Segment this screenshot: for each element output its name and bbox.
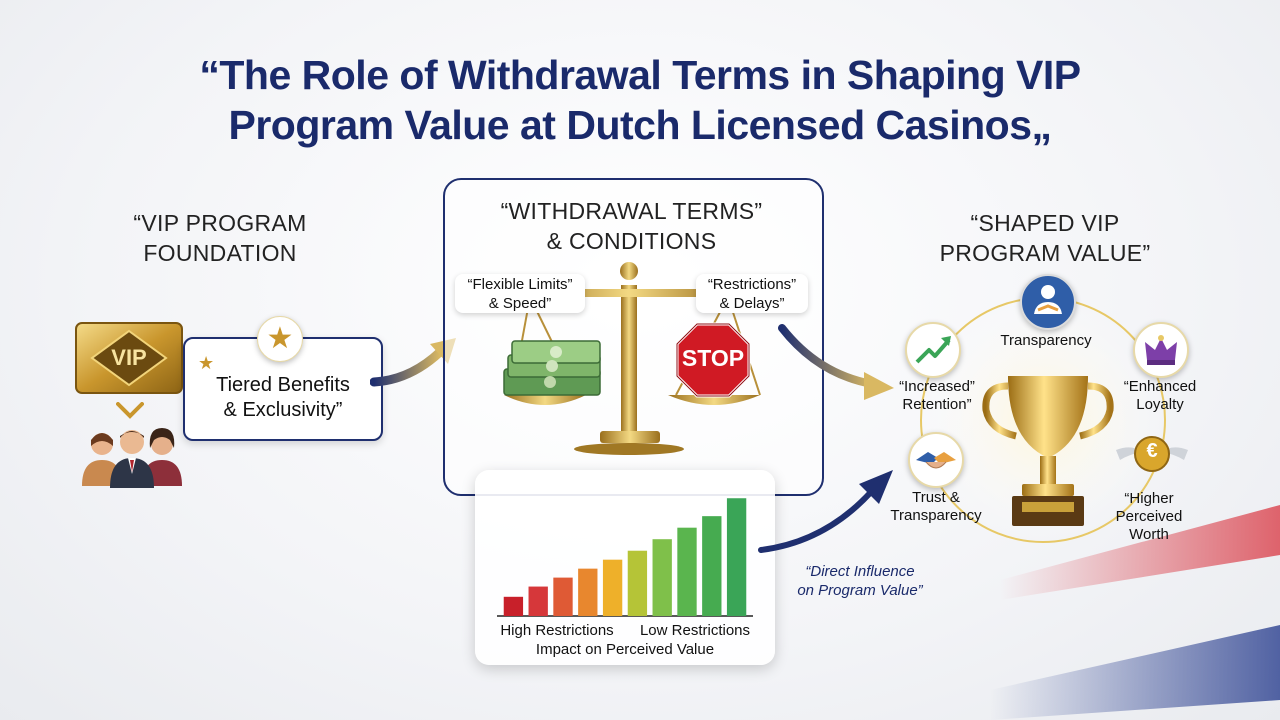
chart-bar-6	[627, 550, 648, 616]
direct-influence-line-2: on Program Value”	[797, 582, 923, 599]
crown-icon	[1145, 335, 1177, 365]
retention-line-2: Retention”	[902, 396, 972, 413]
direct-influence-text: “Direct Influence on Program Value”	[780, 562, 940, 600]
retention-line-1: “Increased”	[899, 378, 975, 395]
vip-card-icon	[75, 322, 183, 394]
chevron-down-icon	[116, 402, 144, 419]
withdrawal-terms-heading-line-2: & CONDITIONS	[546, 228, 717, 254]
chart-bar-5	[602, 559, 623, 616]
chart-bar-1	[503, 596, 524, 616]
flexible-limits-line-2: & Speed”	[488, 295, 552, 312]
vip-badge: VIP	[74, 321, 184, 395]
page-title: “The Role of Withdrawal Terms in Shaping…	[0, 50, 1280, 150]
restrictions-line-1: “Restrictions”	[707, 276, 797, 293]
chart-xlabel-left: High Restrictions	[500, 622, 614, 639]
worth-line-3: Worth	[1129, 526, 1169, 543]
arrow-to-value-icon	[778, 324, 894, 400]
chart-caption: Impact on Perceived Value	[535, 641, 715, 658]
shaped-value-heading-line-2: PROGRAM VALUE”	[939, 240, 1151, 266]
tiered-benefits-line-1: Tiered Benefits	[216, 374, 350, 396]
retention-label: “Increased” Retention”	[878, 378, 996, 414]
trust-line-2: Transparency	[890, 507, 982, 524]
loyalty-line-1: “Enhanced	[1123, 378, 1197, 395]
transparency-label: Transparency	[1000, 332, 1092, 349]
arrow-up-right-icon	[758, 470, 893, 553]
trust-badge	[908, 432, 964, 488]
handshake-people-icon	[1034, 285, 1062, 314]
title-line-2: Program Value at Dutch Licensed Casinos„	[228, 102, 1052, 148]
trust-line-1: Trust &	[912, 489, 960, 506]
tiered-benefits-text: Tiered Benefits & Exclusivity”	[185, 373, 381, 423]
withdrawal-terms-heading: “WITHDRAWAL TERMS” & CONDITIONS	[443, 196, 820, 256]
flexible-limits-bubble: “Flexible Limits” & Speed”	[455, 274, 585, 313]
impact-bar-chart	[497, 498, 753, 617]
money-stack-icon	[503, 340, 601, 396]
vip-foundation-heading: “VIP PROGRAM FOUNDATION	[100, 208, 340, 268]
stop-sign-text: STOP	[681, 345, 745, 371]
chart-bar-2	[528, 586, 548, 616]
loyalty-badge	[1133, 322, 1189, 378]
chart-bar-4	[578, 568, 598, 616]
handshake-icon	[916, 452, 956, 469]
restrictions-bubble: “Restrictions” & Delays”	[696, 274, 808, 313]
people-group-icon	[82, 428, 182, 488]
shaped-value-heading: “SHAPED VIP PROGRAM VALUE”	[925, 208, 1165, 268]
flexible-limits-line-1: “Flexible Limits”	[467, 276, 573, 293]
euro-symbol: €	[1146, 440, 1158, 462]
transparency-badge	[1020, 274, 1076, 330]
shaped-value-heading-line-1: “SHAPED VIP	[970, 210, 1120, 236]
vip-foundation-heading-line-1: “VIP PROGRAM	[133, 210, 307, 236]
trophy-icon	[982, 376, 1114, 526]
euro-coin-icon	[1116, 436, 1188, 472]
withdrawal-terms-heading-line-1: “WITHDRAWAL TERMS”	[500, 198, 763, 224]
growth-arrow-icon	[915, 336, 951, 364]
title-line-1: “The Role of Withdrawal Terms in Shaping…	[199, 52, 1081, 98]
trust-label: Trust & Transparency	[876, 489, 996, 525]
star-icon: ★	[266, 322, 294, 355]
impact-chart-panel	[475, 470, 775, 665]
worth-line-2: Perceived	[1115, 508, 1183, 525]
worth-label: “Higher Perceived Worth	[1094, 490, 1204, 544]
small-star-icon: ★	[198, 353, 215, 373]
loyalty-line-2: Loyalty	[1136, 396, 1184, 413]
worth-line-1: “Higher	[1124, 490, 1174, 507]
chart-bar-10	[726, 498, 747, 616]
star-badge: ★	[257, 316, 303, 362]
chart-bar-7	[652, 539, 672, 616]
vip-foundation-heading-line-2: FOUNDATION	[143, 240, 297, 266]
tiered-benefits-line-2: & Exclusivity”	[223, 399, 343, 421]
chart-bar-8	[677, 527, 697, 616]
growth-badge	[905, 322, 961, 378]
restrictions-line-2: & Delays”	[719, 295, 785, 312]
stop-sign-icon	[675, 322, 751, 398]
chart-bar-9	[702, 516, 722, 616]
vip-badge-text: VIP	[111, 345, 147, 370]
loyalty-label: “Enhanced Loyalty	[1100, 378, 1220, 414]
direct-influence-line-1: “Direct Influence	[805, 563, 915, 580]
chart-bar-3	[553, 577, 573, 616]
chart-xlabel-right: Low Restrictions	[639, 622, 751, 639]
